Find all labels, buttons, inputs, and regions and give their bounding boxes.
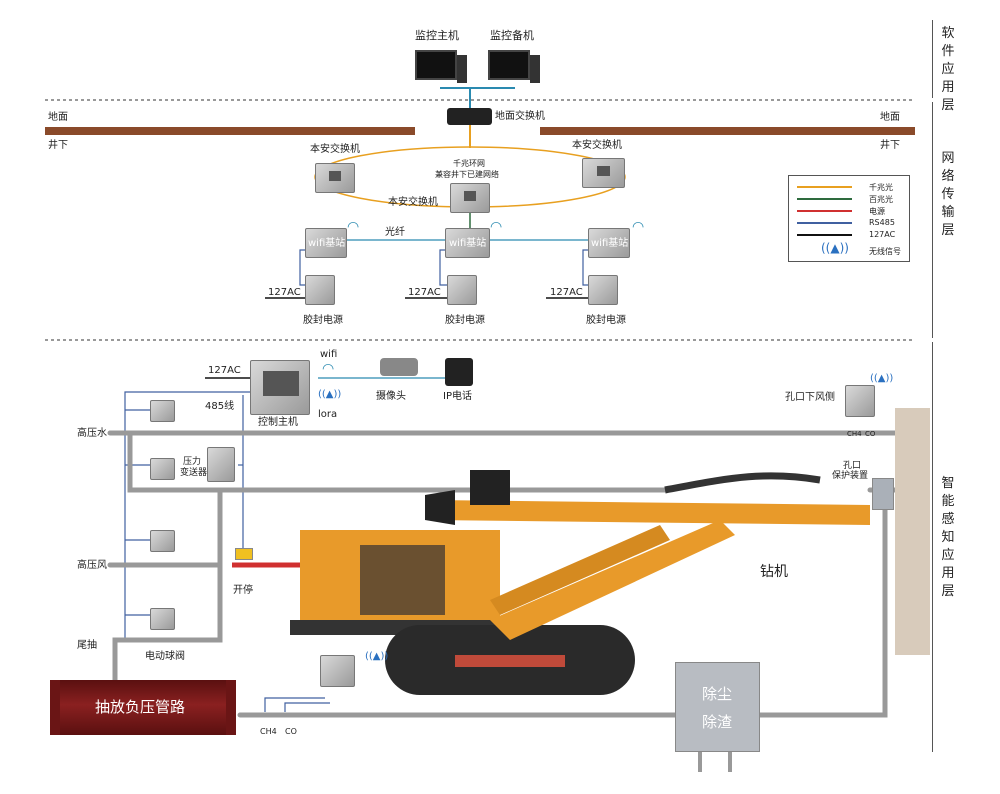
pc-tower-icon — [457, 55, 467, 83]
drill-label: 钻机 — [760, 564, 788, 580]
pc-tower-icon — [530, 55, 540, 83]
underground-label: 井下 — [48, 140, 68, 151]
layer-network: 网络传输层 — [941, 151, 955, 238]
monitor-backup-icon — [488, 50, 530, 80]
tail-label: 尾抽 — [77, 640, 97, 651]
lora-icon: ((▲)) — [870, 373, 894, 384]
monitor-backup-label: 监控备机 — [490, 29, 534, 42]
wifi-station: wifi基站 — [305, 228, 347, 258]
drainage-pipeline: 抽放负压管路 — [50, 680, 236, 735]
downwind-label: 孔口下风侧 — [785, 392, 835, 403]
camera-label: 摄像头 — [376, 391, 406, 402]
drill-rig — [290, 470, 870, 695]
valve-actuator — [150, 400, 175, 422]
underground-label: 井下 — [880, 140, 900, 151]
ch4-label: CH4 — [847, 430, 862, 438]
switch-device — [582, 158, 625, 188]
ring-label: 千兆环网 — [453, 159, 485, 168]
gas-sensor-host — [320, 655, 355, 687]
legend-item: 127AC — [869, 230, 896, 239]
ip-phone-label: IP电话 — [443, 391, 472, 402]
legend-item: 无线信号 — [869, 247, 901, 256]
switch-device — [450, 183, 490, 213]
ac-label: 127AC — [208, 365, 241, 376]
lora-label: lora — [318, 409, 338, 420]
layer-software: 软件应用层 — [941, 26, 955, 113]
legend-item: RS485 — [869, 218, 895, 227]
power-label: 胶封电源 — [445, 315, 485, 326]
pressure-transmitter — [207, 447, 235, 482]
wireless-signal-icon: ((▲)) — [821, 241, 849, 255]
power-supply — [305, 275, 335, 305]
pressure-label: 变送器 — [180, 468, 208, 478]
rs485-label: 485线 — [205, 401, 235, 412]
gas-sensor-host — [845, 385, 875, 417]
high-water-label: 高压水 — [77, 428, 107, 439]
ac-label: 127AC — [550, 287, 583, 298]
valve-actuator — [150, 458, 175, 480]
legend-item: 千兆光 — [869, 183, 893, 192]
switch-label: 本安交换机 — [572, 140, 622, 151]
on-off-sensor — [235, 548, 253, 560]
ground-switch-icon — [447, 108, 492, 125]
switch-label: 本安交换机 — [388, 197, 438, 208]
layer-bracket — [932, 102, 938, 338]
wifi-icon: ◠ — [347, 219, 360, 235]
camera-icon — [380, 358, 418, 376]
valve-label: 电动球阀 — [145, 651, 185, 662]
legend-item: 电源 — [869, 207, 885, 216]
switch-device — [315, 163, 355, 193]
power-label: 胶封电源 — [303, 315, 343, 326]
layer-bracket — [932, 342, 938, 752]
monitor-main-icon — [415, 50, 457, 80]
ring-label: 兼容井下已建网络 — [435, 170, 499, 179]
co-label: CO — [285, 727, 297, 736]
surface-label: 地面 — [48, 112, 68, 123]
on-off-label: 开停 — [233, 585, 253, 596]
orifice-label: 孔口 — [843, 461, 862, 471]
legend: 千兆光 百兆光 电源 RS485 127AC ((▲)) 无线信号 — [788, 175, 910, 262]
power-supply — [588, 275, 618, 305]
monitor-main-label: 监控主机 — [415, 29, 459, 42]
switch-label: 本安交换机 — [310, 144, 360, 155]
controller-device — [250, 360, 310, 415]
coal-wall — [895, 408, 930, 655]
power-supply — [447, 275, 477, 305]
wifi-icon: ◠ — [632, 219, 645, 235]
controller-label: 控制主机 — [258, 417, 298, 428]
ac-label: 127AC — [268, 287, 301, 298]
ac-label: 127AC — [408, 287, 441, 298]
fiber-label: 光纤 — [385, 227, 405, 238]
layer-sensing: 智能感知应用层 — [941, 476, 955, 599]
valve-actuator — [150, 608, 175, 630]
high-air-label: 高压风 — [77, 560, 107, 571]
wifi-station: wifi基站 — [445, 228, 490, 258]
wifi-station: wifi基站 — [588, 228, 630, 258]
pressure-label: 压力 — [183, 457, 202, 467]
valve-actuator — [150, 530, 175, 552]
ch4-label: CH4 — [260, 727, 277, 736]
lora-icon: ((▲)) — [318, 389, 342, 400]
orifice-protector — [872, 478, 894, 510]
wifi-icon: ◠ — [322, 361, 335, 377]
wifi-icon: ◠ — [490, 219, 503, 235]
surface-label: 地面 — [880, 112, 900, 123]
wifi-label: wifi — [320, 349, 338, 360]
ground-switch-label: 地面交换机 — [495, 111, 545, 122]
orifice-label: 保护装置 — [832, 471, 869, 481]
dust-removal-unit: 除尘 除渣 — [675, 662, 760, 752]
power-label: 胶封电源 — [586, 315, 626, 326]
co-label: CO — [865, 430, 876, 438]
layer-bracket — [932, 20, 938, 98]
ip-phone-icon — [445, 358, 473, 386]
legend-item: 百兆光 — [869, 195, 893, 204]
lora-icon: ((▲)) — [365, 651, 389, 662]
